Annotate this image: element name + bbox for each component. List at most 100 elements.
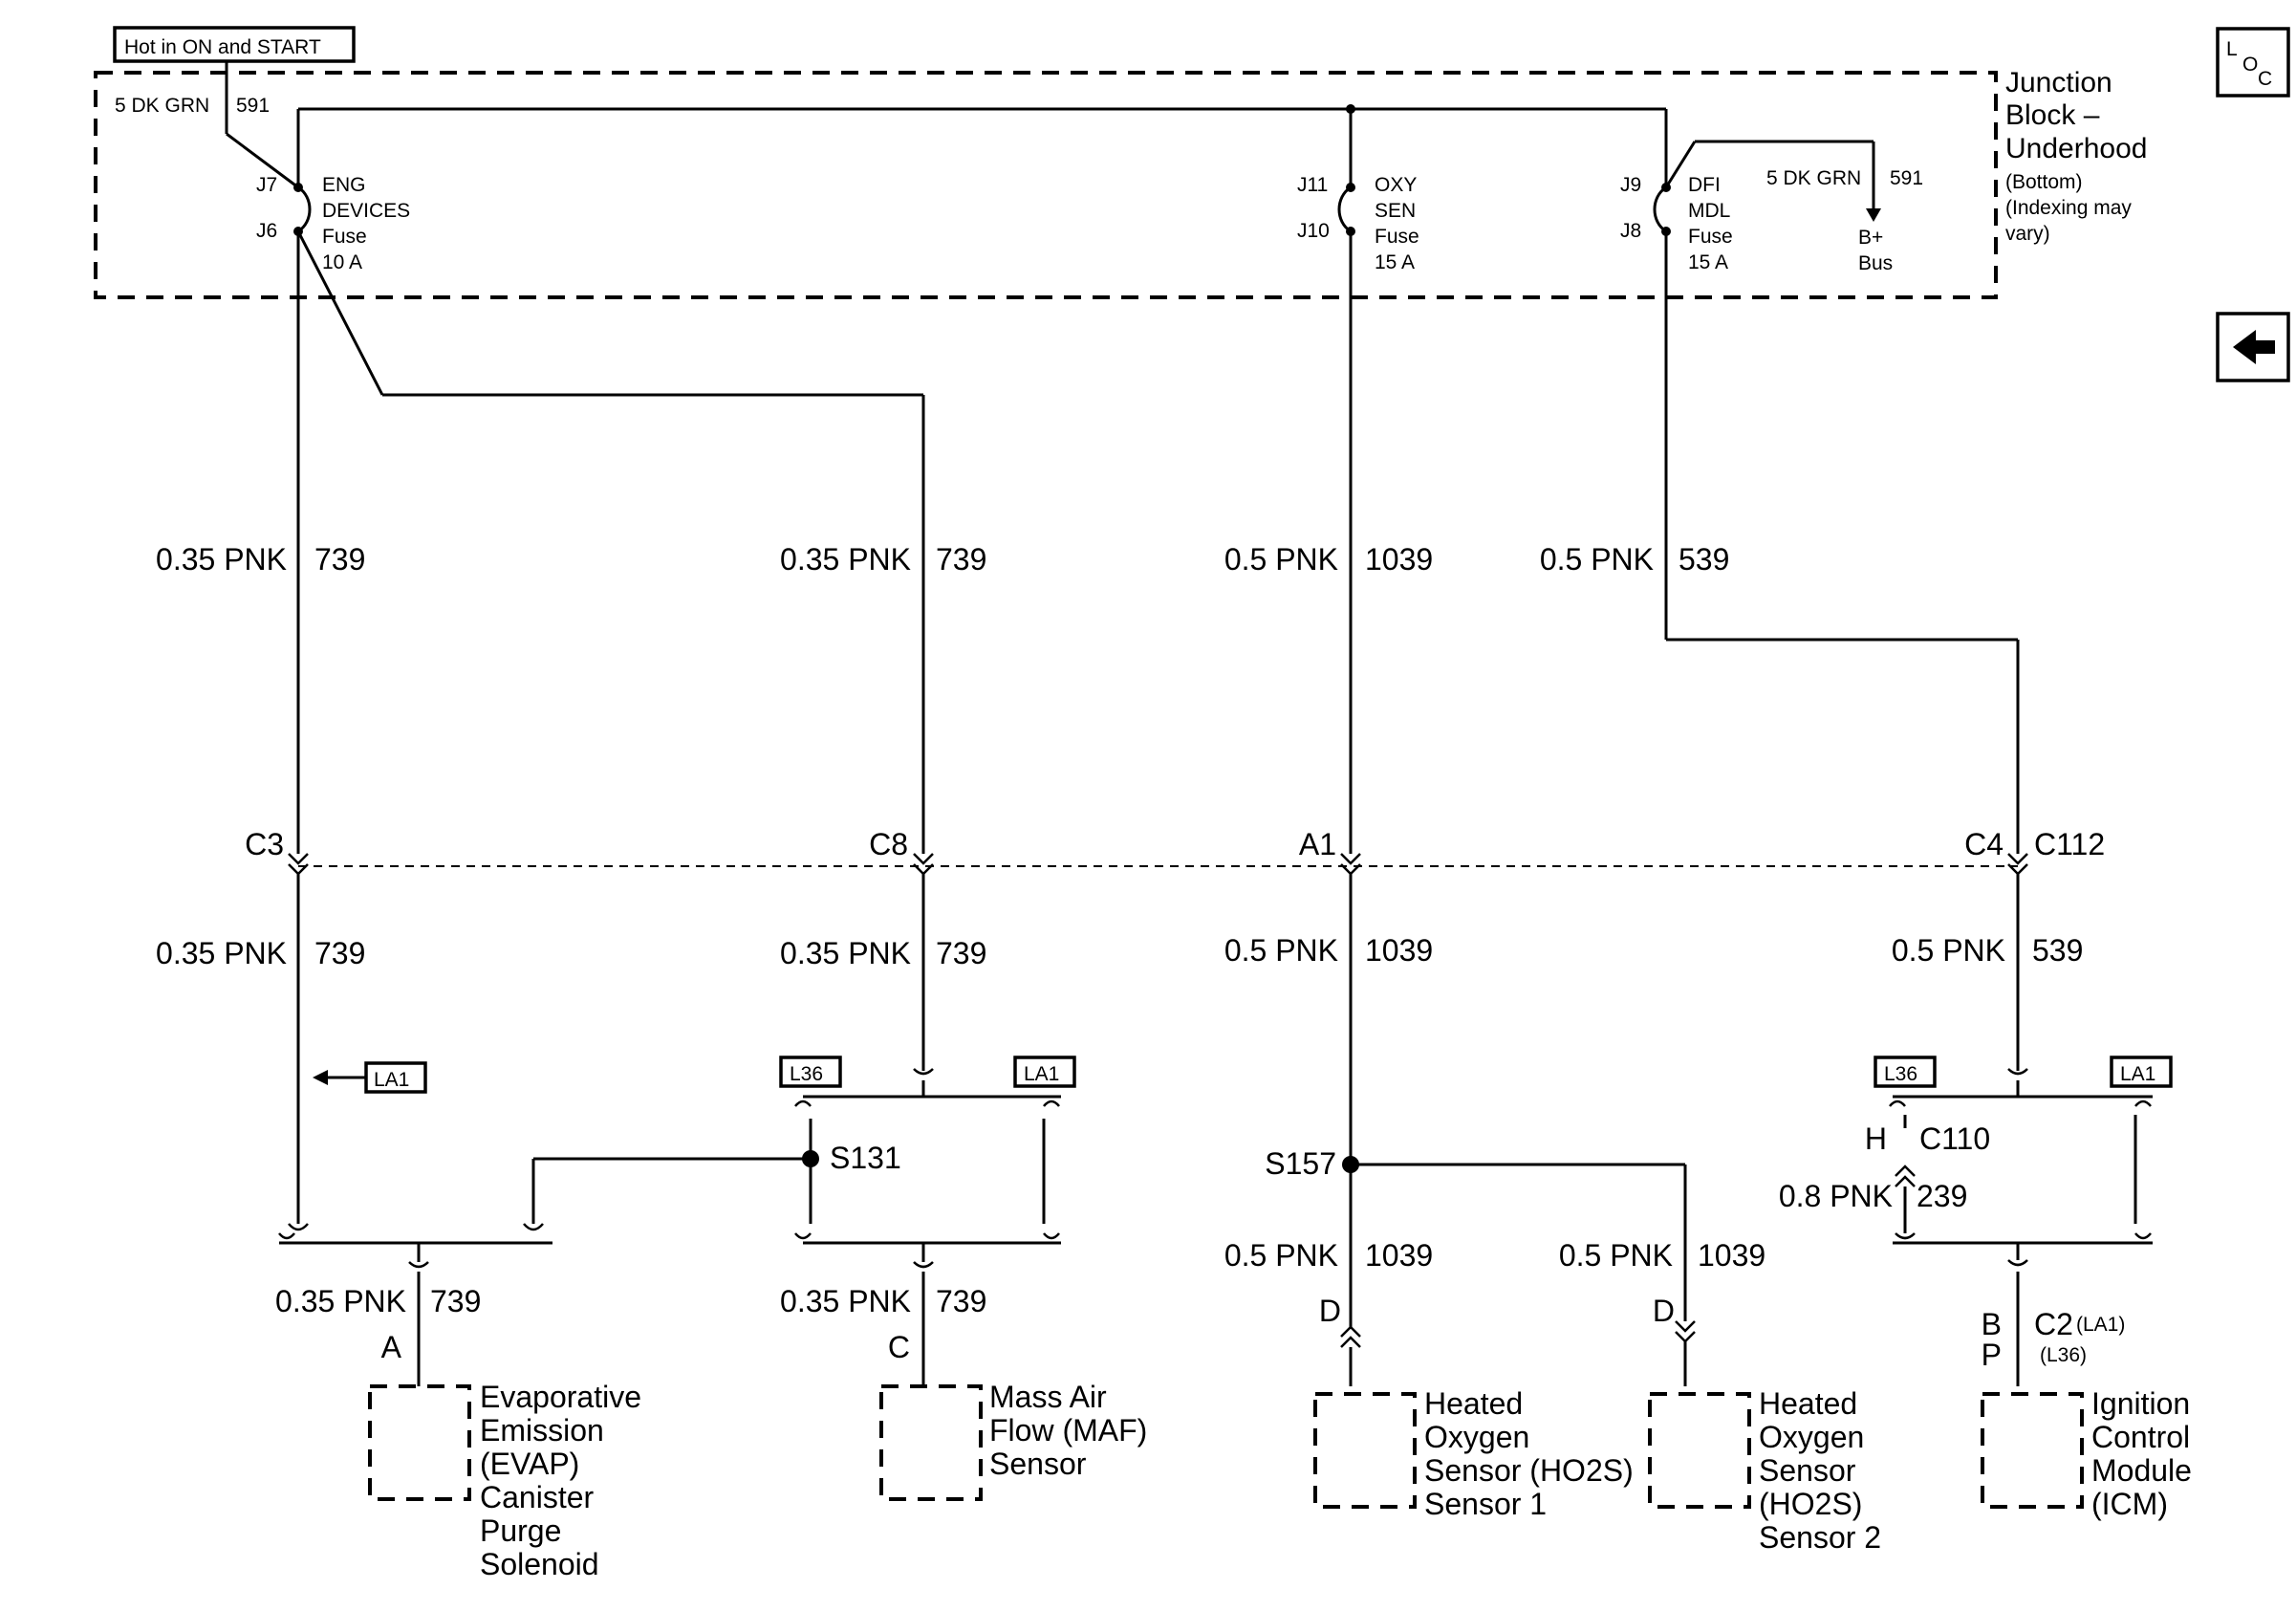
la1-reference-left: LA1 xyxy=(313,1061,427,1094)
splice-s157-label: S157 xyxy=(1265,1146,1336,1181)
svg-text:239: 239 xyxy=(1917,1179,1967,1213)
wire-label-icm-feed: 0.8 PNK 239 xyxy=(1779,1179,1968,1213)
splice-s157 xyxy=(1342,1156,1687,1329)
svg-text:Sensor: Sensor xyxy=(989,1447,1087,1481)
ho2s2-label: Heated Oxygen Sensor (HO2S) Sensor 2 xyxy=(1759,1386,1881,1555)
svg-text:Ignition: Ignition xyxy=(2091,1386,2190,1421)
svg-text:Sensor 2: Sensor 2 xyxy=(1759,1520,1881,1555)
svg-text:10 A: 10 A xyxy=(322,251,362,273)
svg-text:0.8 PNK: 0.8 PNK xyxy=(1779,1179,1893,1213)
bus-label: Bus xyxy=(1858,252,1893,274)
svg-text:Mass Air: Mass Air xyxy=(989,1380,1107,1414)
svg-text:LA1: LA1 xyxy=(374,1069,409,1091)
c110-name: C110 xyxy=(1919,1121,1990,1156)
evap-solenoid-label: Evaporative Emission (EVAP) Canister Pur… xyxy=(480,1380,641,1581)
c112-pin-a1: A1 xyxy=(1299,827,1336,861)
svg-text:Fuse: Fuse xyxy=(1375,226,1419,248)
feed-wire-circuit: 591 xyxy=(236,95,270,117)
svg-text:0.5 PNK: 0.5 PNK xyxy=(1892,933,2005,968)
svg-text:(EVAP): (EVAP) xyxy=(480,1447,579,1481)
splice-s131 xyxy=(531,1150,819,1224)
svg-text:0.35 PNK: 0.35 PNK xyxy=(275,1284,406,1318)
svg-text:1039: 1039 xyxy=(1698,1238,1765,1273)
loc-button[interactable]: L O C xyxy=(2216,27,2290,98)
connector-c112-pins xyxy=(288,853,2028,876)
svg-text:1039: 1039 xyxy=(1365,542,1433,577)
maf-pin-c: C xyxy=(888,1330,910,1364)
svg-text:(ICM): (ICM) xyxy=(2091,1487,2168,1521)
ho2s1-pin-d: D xyxy=(1319,1294,1341,1328)
c112-pin-c4: C4 xyxy=(1964,827,2004,861)
bus-wire-size: 5 DK GRN xyxy=(1766,167,1861,189)
la1-tag-maf: LA1 xyxy=(1013,1056,1076,1088)
svg-text:Fuse: Fuse xyxy=(322,226,367,248)
svg-text:Sensor 1: Sensor 1 xyxy=(1424,1487,1547,1521)
icm-connector-c2: C2 xyxy=(2034,1307,2073,1341)
c112-pin-c3: C3 xyxy=(245,827,284,861)
wire-label-lower-1: 0.35 PNK 739 xyxy=(156,936,365,970)
svg-text:Heated: Heated xyxy=(1759,1386,1857,1421)
svg-text:J7: J7 xyxy=(256,174,277,196)
c110-pin-h: H xyxy=(1865,1121,1887,1156)
svg-text:0.5 PNK: 0.5 PNK xyxy=(1559,1238,1673,1273)
maf-sensor-outline xyxy=(879,1384,983,1501)
back-button[interactable] xyxy=(2216,312,2290,382)
svg-text:Sensor: Sensor xyxy=(1759,1453,1856,1488)
c112-pin-c8: C8 xyxy=(869,827,908,861)
wire-label-bottom-1: 0.35 PNK 739 xyxy=(275,1284,481,1318)
icm-pin-p: P xyxy=(1982,1338,2002,1372)
svg-text:15 A: 15 A xyxy=(1688,251,1728,273)
svg-text:DFI: DFI xyxy=(1688,174,1721,196)
svg-text:0.5 PNK: 0.5 PNK xyxy=(1224,542,1338,577)
evap-pin-a: A xyxy=(381,1330,402,1364)
evap-junction xyxy=(278,1223,552,1386)
svg-text:OXY: OXY xyxy=(1375,174,1417,196)
svg-text:15 A: 15 A xyxy=(1375,251,1415,273)
svg-text:Canister: Canister xyxy=(480,1480,595,1514)
svg-text:ENG: ENG xyxy=(322,174,366,196)
ho2s1-label: Heated Oxygen Sensor (HO2S) Sensor 1 xyxy=(1424,1386,1634,1521)
svg-text:Oxygen: Oxygen xyxy=(1759,1420,1864,1454)
svg-text:Underhood: Underhood xyxy=(2005,133,2147,164)
svg-text:SEN: SEN xyxy=(1375,200,1416,222)
maf-sensor-label: Mass Air Flow (MAF) Sensor xyxy=(989,1380,1147,1481)
svg-text:Sensor (HO2S): Sensor (HO2S) xyxy=(1424,1453,1634,1488)
icm-conn-la1: (LA1) xyxy=(2076,1314,2125,1336)
svg-text:739: 739 xyxy=(314,936,365,970)
fuse-oxy-sen xyxy=(1337,183,1355,236)
svg-text:LA1: LA1 xyxy=(1024,1063,1059,1085)
icm-option-split xyxy=(1889,1068,2153,1386)
splice-s131-label: S131 xyxy=(830,1141,901,1175)
svg-text:0.5 PNK: 0.5 PNK xyxy=(1224,933,1338,968)
svg-text:vary): vary) xyxy=(2005,223,2050,245)
ho2s2-connector xyxy=(1675,1320,1696,1386)
svg-text:J9: J9 xyxy=(1620,174,1641,196)
wire-label-bottom-4: 0.5 PNK 1039 xyxy=(1559,1238,1765,1273)
junction-block-title: Junction Block – Underhood (Bottom) (Ind… xyxy=(2005,67,2147,245)
evap-solenoid-outline xyxy=(368,1384,471,1501)
svg-text:L36: L36 xyxy=(1884,1063,1917,1085)
svg-text:0.35 PNK: 0.35 PNK xyxy=(156,542,287,577)
svg-text:739: 739 xyxy=(936,936,986,970)
svg-text:(Indexing may: (Indexing may xyxy=(2005,197,2132,219)
junction-block-outline xyxy=(94,71,1998,299)
svg-text:Junction: Junction xyxy=(2005,67,2112,98)
maf-option-split xyxy=(794,1068,1061,1386)
svg-text:L: L xyxy=(2226,38,2238,60)
svg-text:O: O xyxy=(2242,54,2258,76)
wire-label-upper-1: 0.35 PNK 739 xyxy=(156,542,365,577)
svg-text:(HO2S): (HO2S) xyxy=(1759,1487,1862,1521)
svg-text:0.5 PNK: 0.5 PNK xyxy=(1540,542,1654,577)
wires-upper xyxy=(296,230,2020,854)
svg-text:DEVICES: DEVICES xyxy=(322,200,410,222)
svg-text:J11: J11 xyxy=(1297,174,1328,196)
fuse-oxy-sen-label: J11 J10 OXY SEN Fuse 15 A xyxy=(1297,174,1419,273)
svg-text:739: 739 xyxy=(314,542,365,577)
svg-text:0.35 PNK: 0.35 PNK xyxy=(156,936,287,970)
svg-text:J8: J8 xyxy=(1620,220,1641,242)
svg-text:L36: L36 xyxy=(790,1063,823,1085)
svg-text:739: 739 xyxy=(936,542,986,577)
feed-wire-size: 5 DK GRN xyxy=(115,95,209,117)
ho2s2-outline xyxy=(1648,1392,1751,1509)
